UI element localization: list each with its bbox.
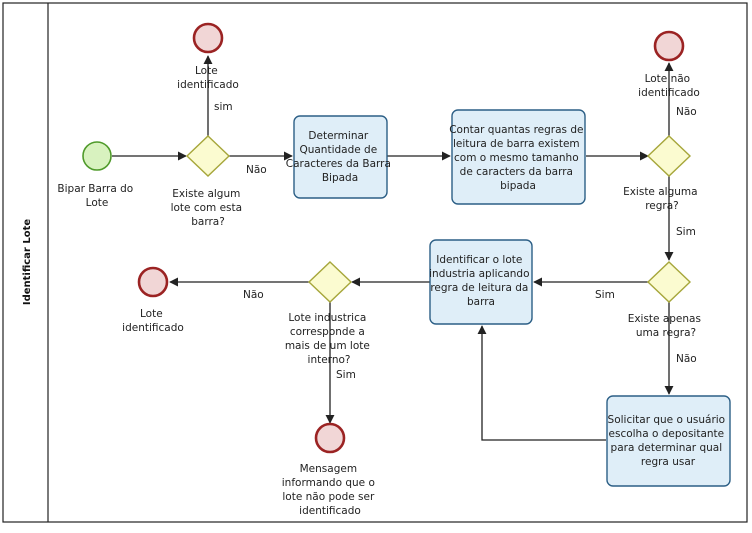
- svg-text:Identificar o lote indus: Identificar o lote industria aplicando r…: [429, 254, 533, 308]
- svg-text:Solicitar que o usuário: Solicitar que o usuário escolha o deposi…: [608, 414, 729, 468]
- gateway-corresponde-label: Lote industrica corresponde a mais de um…: [285, 312, 373, 366]
- flow-label-nao-1: Não: [246, 164, 267, 176]
- start-event: [82, 141, 112, 171]
- gateway-existe-lote-label: Existe algum lote com esta barra?: [171, 188, 246, 228]
- flow-label-sim-top-left: sim: [214, 101, 233, 113]
- flow-label-nao-right-bottom: Não: [676, 353, 697, 365]
- gateway-existe-regra: [646, 135, 692, 177]
- flow-solicitar-to-identificar: [477, 325, 606, 441]
- end-event-label-left: Lote identificado: [122, 308, 184, 334]
- flow-label-nao-left: Não: [243, 289, 264, 301]
- lane-label: Identificar Lote: [22, 219, 33, 306]
- flow-label-nao-top-right: Não: [676, 106, 697, 118]
- end-event-lote-identificado-left: [137, 266, 169, 298]
- pool-border: [2, 2, 748, 523]
- end-event-lote-identificado-top: [192, 22, 224, 54]
- flow-label-sim-right: Sim: [676, 226, 696, 238]
- task-contar-regras: Contar quantas regras de leitura de barr…: [449, 109, 587, 205]
- task-identificar-lote: Identificar o lote industria aplicando r…: [429, 239, 533, 325]
- gateway-existe-regra-label: Existe alguma regra?: [623, 186, 701, 212]
- flow-label-sim-bottom: Sim: [336, 369, 356, 381]
- end-event-mensagem: [314, 422, 346, 454]
- svg-text:Determinar Quantidade de: Determinar Quantidade de Caracteres da B…: [286, 130, 395, 184]
- gateway-existe-apenas: [646, 261, 692, 303]
- end-event-lote-nao-identificado: [653, 30, 685, 62]
- start-event-label: Bipar Barra do Lote: [57, 183, 136, 209]
- gateway-existe-lote: [185, 135, 231, 177]
- task-determinar-quantidade: Determinar Quantidade de Caracteres da B…: [286, 115, 395, 199]
- gateway-existe-apenas-label: Existe apenas uma regra?: [628, 313, 705, 339]
- end-event-label-top-left: Lote identificado: [177, 65, 239, 91]
- task-solicitar-usuario: Solicitar que o usuário escolha o deposi…: [606, 395, 731, 487]
- end-event-label-bottom: Mensagem informando que o lote não pode …: [282, 463, 378, 517]
- gateway-corresponde: [307, 261, 353, 303]
- flow-label-sim-mid: Sim: [595, 289, 615, 301]
- svg-text:Contar quantas regras de: Contar quantas regras de leitura de barr…: [449, 124, 587, 192]
- end-event-label-top-right: Lote não identificado: [638, 73, 700, 99]
- sequence-flows: [112, 55, 674, 441]
